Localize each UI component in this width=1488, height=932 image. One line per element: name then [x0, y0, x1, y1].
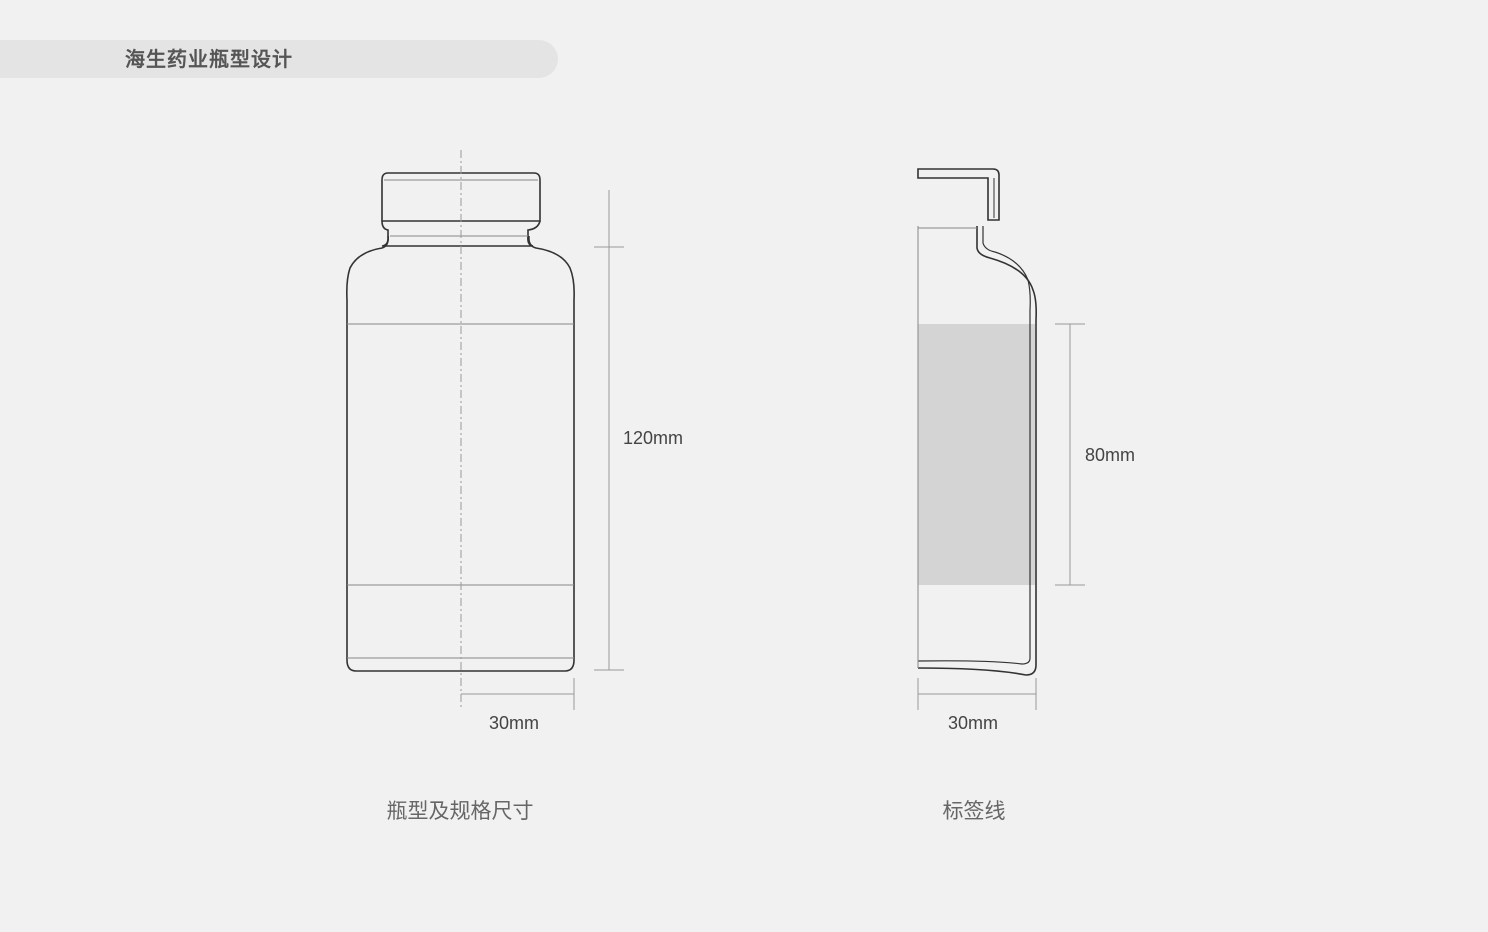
bottle-neck: [381, 220, 541, 247]
page-title: 海生药业瓶型设计: [125, 47, 293, 71]
label-area: [918, 324, 1035, 585]
height-dimension: [594, 190, 624, 671]
cap-profile: [917, 168, 1000, 221]
label-height-label: 80mm: [1085, 445, 1135, 465]
title-bar: 海生药业瓶型设计: [0, 40, 558, 78]
body-profile-inner: [917, 226, 1031, 665]
width-dimension-left: [461, 678, 575, 710]
caption-label-line: 标签线: [942, 799, 1006, 823]
height-label: 120mm: [623, 428, 683, 448]
width-label-left: 30mm: [489, 713, 539, 733]
label-height-dimension: [1055, 323, 1085, 586]
width-dimension-right: [917, 678, 1037, 710]
bottle-body: [346, 235, 575, 672]
body-profile: [917, 226, 1037, 676]
bottle-front-view: [346, 172, 575, 672]
width-label-right: 30mm: [948, 713, 998, 733]
bottle-section-view: [917, 168, 1037, 676]
caption-bottle-dimensions: 瓶型及规格尺寸: [386, 799, 534, 823]
